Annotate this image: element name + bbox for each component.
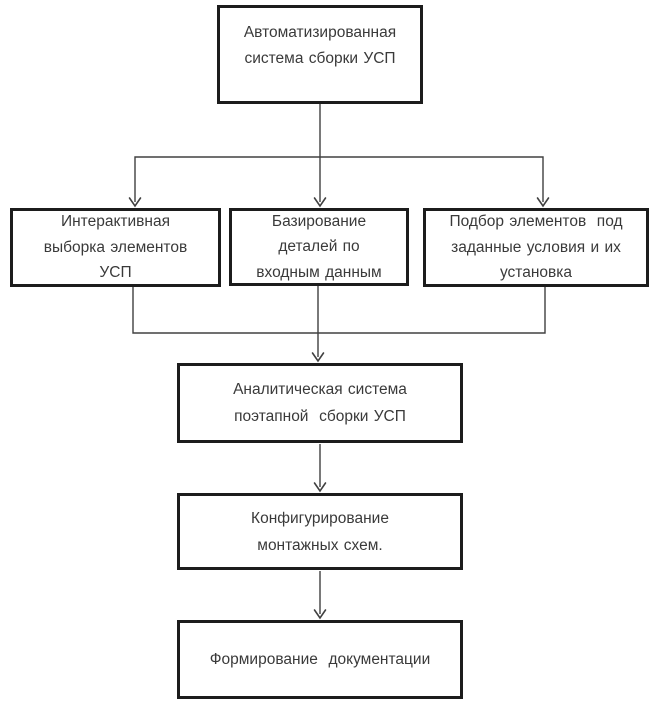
box-text-line: входным данным (256, 263, 382, 281)
arrow-down-icon (536, 197, 550, 208)
box-text-line: УСП (99, 264, 132, 282)
flow-box-documentation-generation: Формирование документации (177, 620, 463, 699)
box-text-line: Подбор элементов под (449, 213, 623, 231)
box-text-line: установка (499, 264, 573, 282)
arrow-down-icon (128, 197, 142, 208)
flow-box-element-selection: Подбор элементов под заданные условия и … (423, 208, 649, 287)
flow-box-part-basing: Базирование деталей по входным данным (229, 208, 409, 286)
flow-box-interactive-selection: Интерактивная выборка элементов УСП (10, 208, 221, 287)
arrow-down-icon (311, 352, 325, 363)
arrow-down-icon (313, 609, 327, 620)
box-text-line: Формирование документации (209, 650, 431, 668)
box-text-line: выборка элементов (43, 238, 188, 256)
flow-box-automated-assembly-system: Автоматизированная система сборки УСП (217, 5, 423, 104)
box-text-line: монтажных схем. (257, 536, 383, 554)
flow-box-analytical-system: Аналитическая система поэтапной сборки У… (177, 363, 463, 443)
box-text-line: система сборки УСП (244, 49, 396, 67)
flow-box-schematic-configuration: Конфигурирование монтажных схем. (177, 493, 463, 570)
box-text-line: Интерактивная (60, 213, 170, 231)
box-text-line: поэтапной сборки УСП (234, 408, 406, 425)
box-text-line: Автоматизированная (243, 23, 397, 41)
connector-branch-bar (134, 156, 544, 202)
box-text-line: Базирование (271, 212, 367, 230)
box-text-line: Конфигурирование (251, 509, 389, 527)
arrow-down-icon (313, 482, 327, 493)
box-text-line: Аналитическая система (233, 381, 407, 398)
box-text-line: заданные условия и их (451, 238, 621, 256)
arrow-down-icon (313, 197, 327, 208)
box-text-line: деталей по (278, 238, 360, 256)
connector-merge-bar (132, 286, 546, 334)
